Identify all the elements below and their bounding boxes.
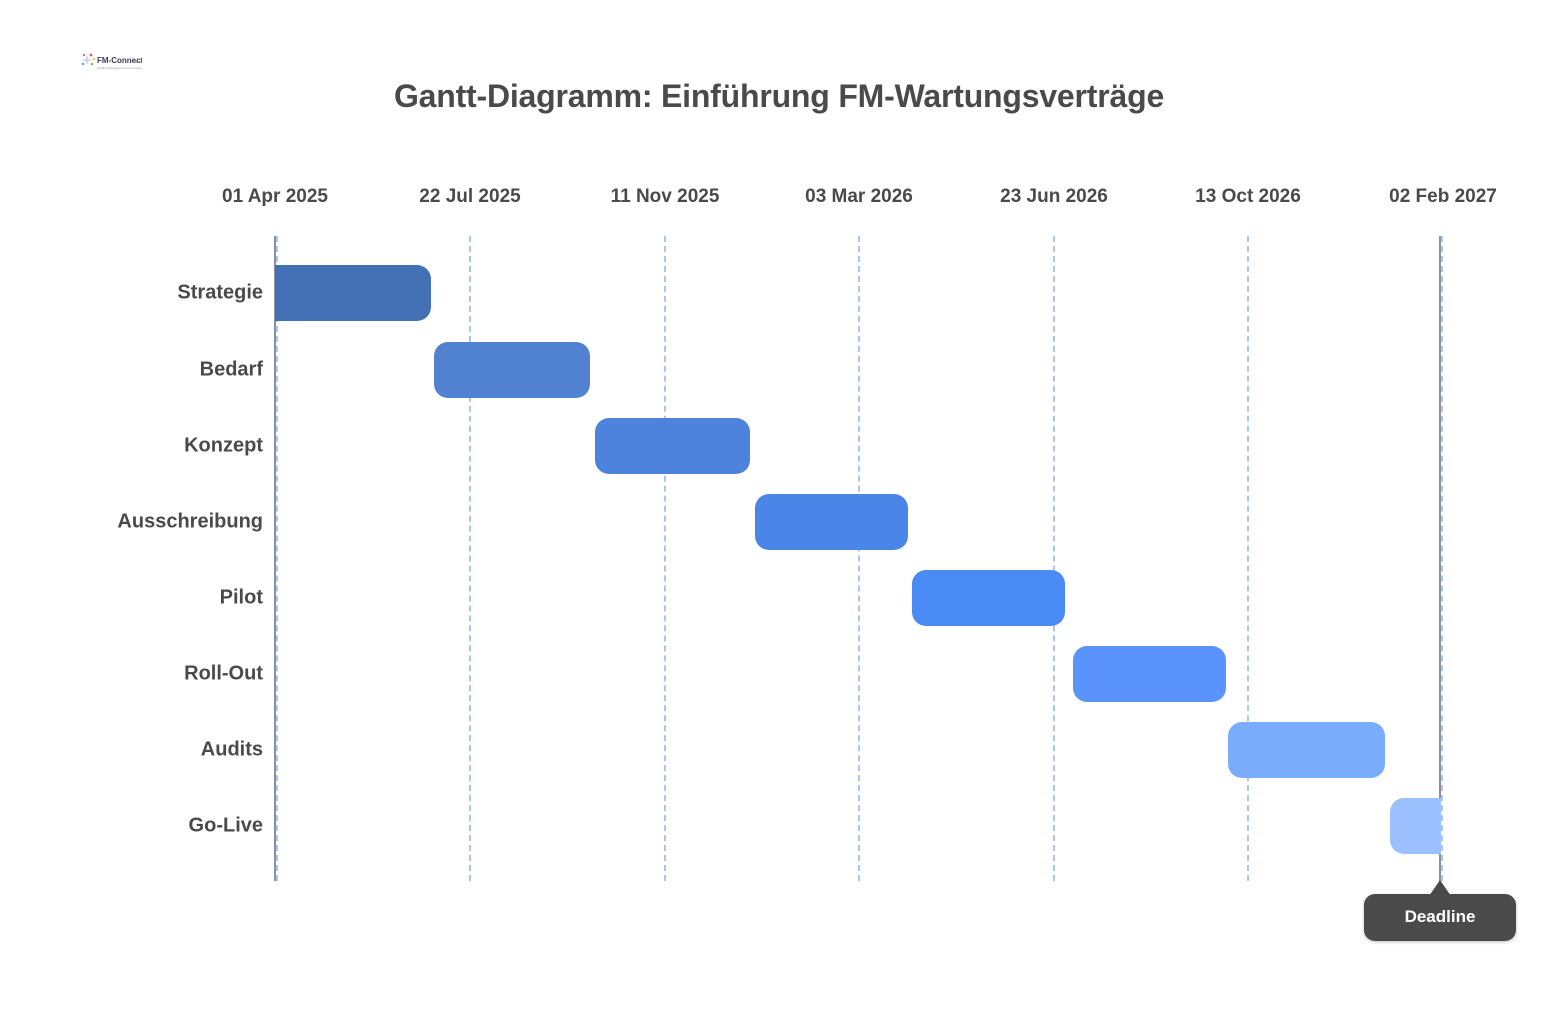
gridline-axis-start [274,236,278,881]
x-tick-label-1: 01 Apr 2025 [222,186,328,207]
logo-tagline: Facility Management und regionale Netzwe… [97,66,142,70]
task-label-go-live: Go-Live [188,814,263,837]
gantt-bar-go-live[interactable] [1390,798,1441,854]
gridline-5 [1053,236,1055,881]
x-tick-label-2: 22 Jul 2025 [419,186,521,207]
gantt-bar-ausschreibung[interactable] [755,494,908,550]
x-tick-label-4: 03 Mar 2026 [805,186,913,207]
x-tick-label-6: 13 Oct 2026 [1195,186,1301,207]
gantt-bar-konzept[interactable] [595,418,750,474]
gridline-3 [664,236,666,881]
x-tick-label-7: 02 Feb 2027 [1389,186,1497,207]
gantt-bar-bedarf[interactable] [434,342,590,398]
task-label-roll-out: Roll-Out [184,662,263,685]
logo-sparkle-mark [81,53,96,66]
task-label-konzept: Konzept [184,434,263,457]
gridline-2 [469,236,471,881]
gantt-bar-strategie[interactable] [275,265,431,321]
logo-tld: .com [132,59,141,64]
task-label-pilot: Pilot [219,586,263,609]
gantt-bar-pilot[interactable] [912,570,1065,626]
gantt-bar-roll-out[interactable] [1073,646,1226,702]
fm-connect-logo: FM-Connect .com Facility Management und … [78,50,159,82]
gridline-4 [858,236,860,881]
x-tick-label-5: 23 Jun 2026 [1000,186,1108,207]
task-label-strategie: Strategie [177,281,263,304]
page-title: Gantt-Diagramm: Einführung FM-Wartungsve… [393,78,1165,114]
deadline-arrow-icon [1429,880,1451,896]
gantt-bar-audits[interactable] [1228,722,1385,778]
task-label-audits: Audits [200,738,263,761]
deadline-badge: Deadline [1364,894,1516,941]
x-tick-label-3: 11 Nov 2025 [610,186,720,207]
gridline-deadline [1439,236,1443,881]
gridline-6 [1247,236,1249,881]
task-label-bedarf: Bedarf [199,358,263,381]
logo-wordmark: FM-Connect [97,56,142,65]
task-label-ausschreibung: Ausschreibung [117,510,263,533]
